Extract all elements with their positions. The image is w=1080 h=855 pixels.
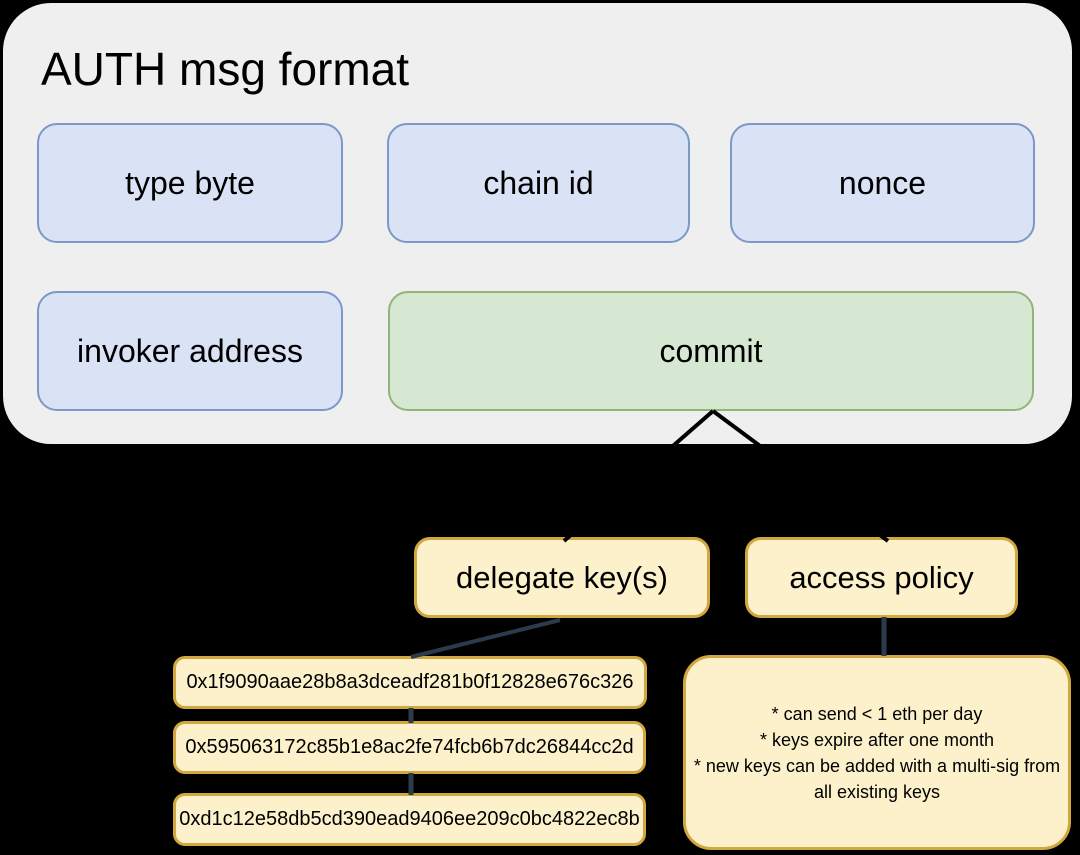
delegate-key-item: 0xd1c12e58db5cd390ead9406ee209c0bc4822ec… (173, 793, 646, 846)
delegate-key-item: 0x595063172c85b1e8ac2fe74fcb6b7dc26844cc… (173, 721, 646, 774)
access-policy-details-box: * can send < 1 eth per day * keys expire… (683, 655, 1071, 850)
field-invoker-address-label: invoker address (77, 332, 303, 369)
field-type-byte: type byte (37, 123, 343, 243)
field-commit-label: commit (659, 332, 763, 369)
diagram-title: AUTH msg format (41, 43, 410, 95)
delegate-keys-box: delegate key(s) (414, 537, 710, 618)
delegate-key-value: 0x1f9090aae28b8a3dceadf281b0f12828e676c3… (186, 671, 634, 693)
policy-line: * new keys can be added with a multi-sig… (693, 755, 1061, 776)
policy-line: * keys expire after one month (759, 729, 995, 750)
field-chain-id-label: chain id (483, 164, 594, 201)
connector-delegate-to-key-1 (410, 618, 561, 659)
delegate-key-value: 0xd1c12e58db5cd390ead9406ee209c0bc4822ec… (179, 808, 640, 830)
field-nonce-label: nonce (838, 164, 927, 201)
field-commit: commit (388, 291, 1034, 411)
field-nonce: nonce (730, 123, 1035, 243)
field-type-byte-label: type byte (125, 164, 255, 201)
access-policy-label: access policy (789, 559, 974, 595)
policy-line: * can send < 1 eth per day (771, 703, 983, 724)
policy-line: all existing keys (813, 781, 941, 802)
delegate-key-item: 0x1f9090aae28b8a3dceadf281b0f12828e676c3… (173, 656, 647, 709)
field-chain-id: chain id (387, 123, 690, 243)
delegate-keys-label: delegate key(s) (456, 559, 668, 595)
access-policy-box: access policy (745, 537, 1018, 618)
field-invoker-address: invoker address (37, 291, 343, 411)
delegate-key-value: 0x595063172c85b1e8ac2fe74fcb6b7dc26844cc… (185, 736, 634, 758)
